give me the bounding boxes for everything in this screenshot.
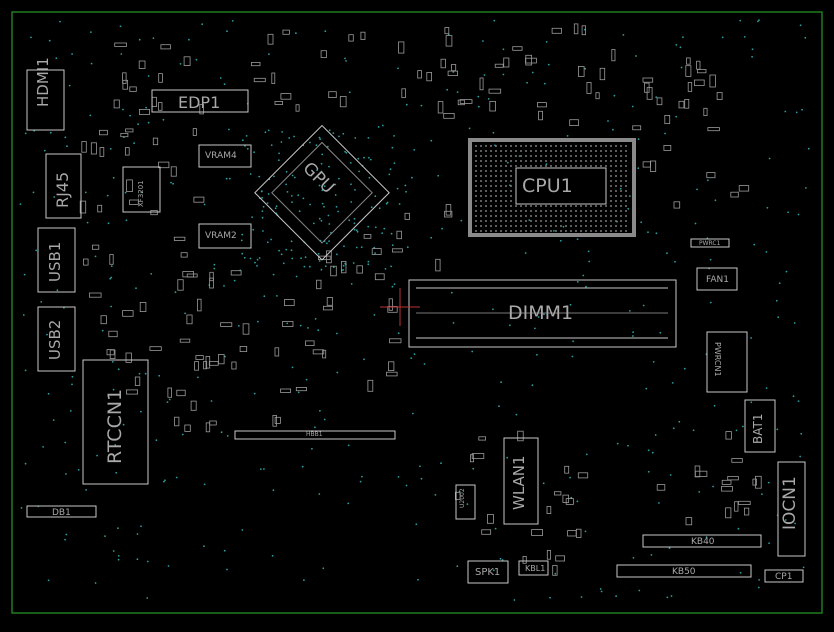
- edp-label: EDP1: [178, 93, 221, 112]
- cpu-package: [468, 138, 636, 237]
- kb50-label: KB50: [672, 567, 696, 577]
- dimm-label: DIMM1: [508, 302, 574, 324]
- via-layer: [19, 19, 810, 601]
- pad-layer: [79, 23, 762, 576]
- usb2-connector: [37, 306, 76, 372]
- rj45-connector: [45, 153, 82, 219]
- bat-connector: [744, 399, 776, 453]
- kbl-connector: [518, 560, 549, 576]
- cpu-label: CPU1: [522, 175, 573, 197]
- vram2-label: VRAM2: [205, 231, 237, 241]
- vram4-label: VRAM4: [205, 151, 237, 161]
- pwrc-label: PWRC1: [699, 240, 721, 247]
- fan-connector: [696, 267, 738, 291]
- bat-label: BAT1: [751, 413, 765, 444]
- hb-connector: [234, 430, 396, 440]
- dimm-slot: [408, 279, 677, 348]
- pwrcn-label: PWRCN1: [713, 342, 722, 377]
- gpu-die: [271, 141, 373, 244]
- rtccn-label: RTCCN1: [104, 388, 126, 464]
- rtccn-connector: [82, 359, 149, 485]
- hb-label: HBB1: [306, 431, 323, 438]
- kbl-label: KBL1: [525, 564, 546, 573]
- hdmi-label: HDMI1: [34, 57, 52, 107]
- cp-connector: [764, 569, 804, 583]
- db-connector: [26, 505, 97, 518]
- xf-label: XF3201: [137, 180, 145, 207]
- cp-label: CP1: [775, 572, 793, 582]
- vram4-chip: [198, 144, 252, 168]
- gpu-package: [254, 124, 390, 261]
- component-outlines: [26, 69, 806, 584]
- vram2-chip: [198, 223, 252, 249]
- usb2-label: USB2: [46, 319, 64, 360]
- rj45-label: RJ45: [53, 171, 72, 208]
- u-chip: [455, 484, 476, 520]
- wlan-module: [503, 437, 539, 525]
- iocn-connector: [777, 461, 806, 557]
- pwrcn-connector: [706, 331, 748, 393]
- xf-chip: [122, 166, 161, 213]
- iocn-label: IOCN1: [780, 476, 800, 530]
- cpu-die: [515, 167, 607, 205]
- spk-label: SPK1: [475, 567, 501, 578]
- edp-connector: [151, 89, 249, 113]
- kb40-connector: [642, 534, 762, 548]
- fan-label: FAN1: [706, 275, 729, 285]
- usb1-connector: [37, 227, 76, 293]
- kb50-connector: [616, 564, 752, 578]
- spk-connector: [467, 560, 509, 584]
- board-outline: [11, 11, 823, 614]
- u-label: U2002: [459, 488, 466, 508]
- hdmi-connector: [26, 69, 65, 131]
- kb40-label: KB40: [691, 537, 715, 547]
- pwrc-chip: [690, 238, 730, 248]
- db-label: DB1: [52, 508, 71, 518]
- usb1-label: USB1: [46, 241, 64, 282]
- wlan-label: WLAN1: [510, 455, 528, 510]
